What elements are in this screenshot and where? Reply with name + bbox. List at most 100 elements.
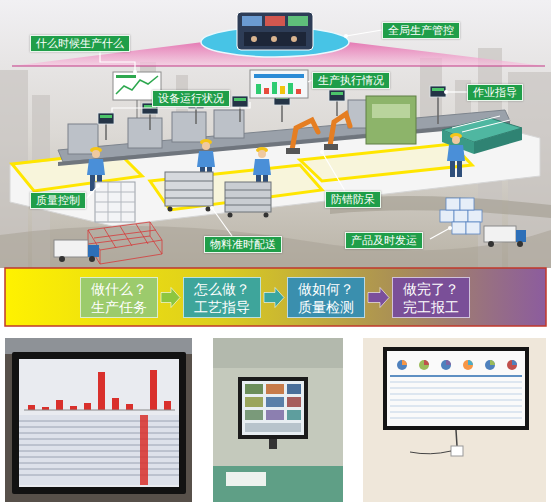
photo-tv-right [451,446,463,456]
node-text: 设备运行状况 [158,92,224,105]
material-shelving [150,222,151,236]
photo-dashboard-left [12,352,186,494]
photo-monitor-middle [213,338,343,502]
flow-arrow [161,288,180,308]
station-monitors [336,100,338,116]
product-stack [466,222,480,234]
product-stack [440,210,454,222]
delivery-truck-left [59,256,65,262]
photo-monitor-middle [213,338,343,368]
photo-monitor-middle [245,410,263,420]
leader-lines [86,30,467,239]
control-fan [244,32,306,46]
leader-lines [212,208,232,236]
quality-boxes [95,202,135,203]
callout-tag: 物料准时配送 [204,236,282,253]
node-text: 全局生产管控 [388,24,454,37]
photo-monitor-middle [245,423,301,432]
node-text: 怎么做？ 工艺指导 [188,280,256,316]
robot-arms [292,120,318,150]
material-shelving [88,222,162,264]
material-carts [165,198,213,199]
leader-lines [320,150,324,154]
station-monitors [432,88,444,91]
quality-boxes [121,182,122,222]
photo-tv-right [387,351,525,426]
photo-tv-right [485,360,495,370]
photo-tv-right [441,360,451,370]
photo-dashboard-left [5,338,192,502]
material-carts [165,172,213,206]
photo-tv-right [390,406,522,407]
process-band [5,268,546,326]
leader-lines [448,226,452,230]
control-fan [288,16,308,26]
material-shelving [100,250,101,264]
robot-arms [324,144,338,150]
leader-lines [344,34,348,38]
workers [87,133,465,191]
material-carts [225,198,271,199]
photo-tv-right [507,360,517,370]
photo-tv-right [363,338,546,502]
photo-dashboard-left [70,406,77,410]
photo-dashboard-left [19,427,179,428]
photo-tv-right [390,382,522,418]
photo-monitor-middle [213,338,343,502]
photo-dashboard-left [28,405,35,410]
leader-lines [430,228,450,239]
photo-dashboard-left [5,338,192,502]
photo-tv-right [383,347,529,430]
photo-tv-right [390,382,522,383]
material-carts [228,213,233,218]
station-monitors [296,89,301,94]
photo-monitor-middle [245,384,263,394]
delivery-truck-left [54,240,88,257]
control-fan [12,12,545,66]
photo-dashboard-left [112,398,119,410]
photo-dashboard-left [84,403,91,410]
leader-lines [86,186,98,199]
callout-tag: 质量控制 [30,192,86,209]
station-monitors [281,104,283,122]
photo-dashboard-left [28,370,171,410]
city-background [0,0,551,268]
station-monitors [116,75,136,78]
delivery-truck-right [488,241,494,247]
photo-dashboard-left [150,370,157,410]
station-monitors [331,92,343,95]
robot-arms [286,148,300,154]
material-shelving [104,228,116,248]
photo-dashboard-left [19,359,179,487]
photo-dashboard-left [19,439,179,440]
photo-tv-right [512,360,517,365]
photo-monitor-middle [266,384,284,394]
photo-tv-right [456,430,457,446]
material-shelving [88,236,162,264]
workers [447,133,465,177]
control-fan [242,16,262,26]
material-carts [206,207,211,212]
production-floor [58,110,510,162]
photo-monitor-middle [266,397,284,407]
node-text: 防错防呆 [331,193,375,206]
robot-arms [286,114,350,154]
delivery-truck-right [484,226,516,242]
photo-dashboard-left [19,469,179,470]
material-carts [165,181,213,198]
photo-dashboard-left [19,451,179,452]
callout-tag: 产品及时发运 [345,232,423,249]
machines [452,116,500,128]
callout-tag: 什么时候生产什么 [30,35,130,52]
station-monitors [264,88,269,94]
photo-dashboard-left [19,463,179,464]
photo-monitor-middle [287,397,301,407]
photo-dashboard-left [126,404,133,410]
station-monitors [195,108,197,124]
photo-tv-right [390,412,522,413]
photo-dashboard-left [19,421,179,475]
station-monitors [98,70,446,140]
